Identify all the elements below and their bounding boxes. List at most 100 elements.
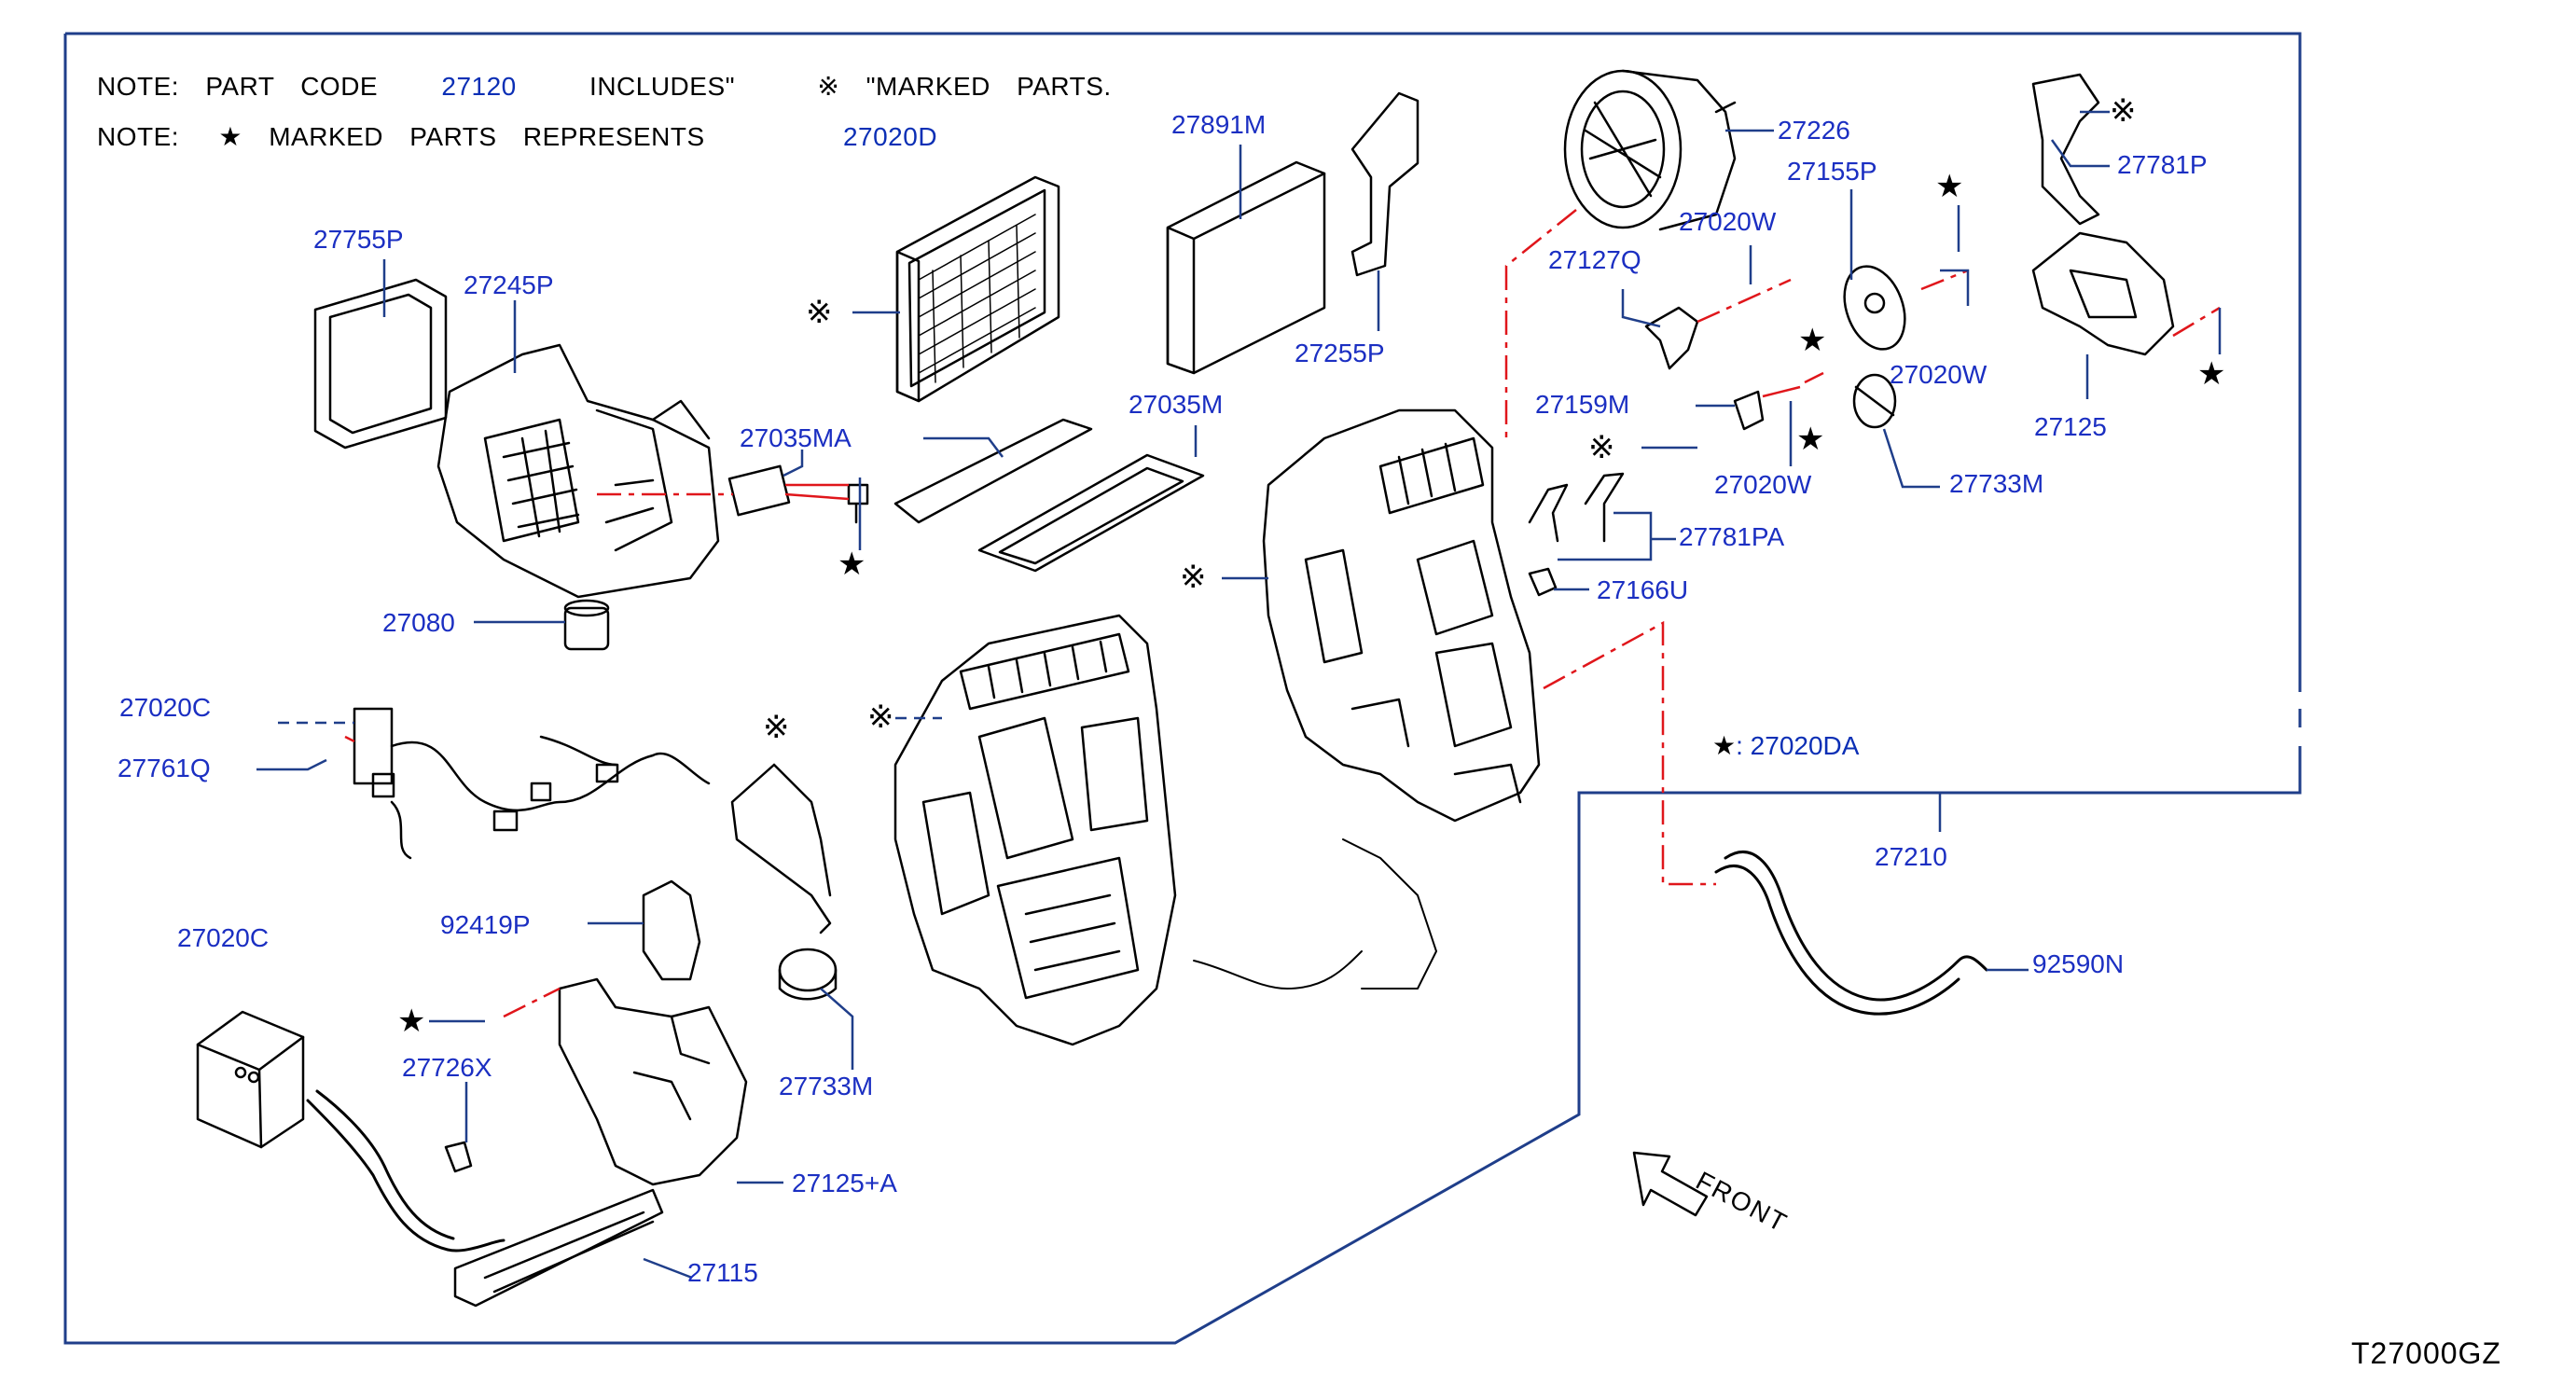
legend-text: : 27020DA (1736, 731, 1860, 760)
evaporator-core (895, 175, 1060, 403)
part-27125[interactable]: 27125 (2034, 412, 2107, 441)
harness-center (730, 763, 832, 934)
guide-line-lever (1697, 278, 1792, 324)
part-27761q[interactable]: 27761Q (118, 754, 211, 782)
part-27020c[interactable]: 27020C (177, 923, 270, 952)
motor-27733m-lower (778, 948, 838, 1001)
star-mark-icon: ★ (1798, 323, 1827, 358)
front-arrow (1632, 1151, 1709, 1217)
leader-27733m (820, 988, 854, 1070)
part-27035ma[interactable]: 27035MA (740, 423, 852, 452)
note-1-tail: "MARKED PARTS. (866, 72, 1112, 101)
note-1-code[interactable]: 27120 (441, 72, 517, 101)
guide-line-hvac (1543, 620, 1716, 886)
seal-frame-27035m (977, 453, 1205, 573)
guide-line-27125a (503, 987, 561, 1018)
leader-27020w-b (1940, 269, 1970, 306)
part-27166u[interactable]: 27166U (1597, 575, 1689, 604)
guide-line-blower (1504, 209, 1577, 438)
rod-27781pa-2 (1584, 472, 1625, 543)
rod-27781pa-1 (1528, 483, 1569, 543)
bracket-27255p (1350, 91, 1420, 277)
part-27726x[interactable]: 27726X (402, 1053, 492, 1082)
part-27127q[interactable]: 27127Q (1548, 245, 1641, 274)
connector-27035ma (727, 464, 791, 517)
connector-27166u (1528, 567, 1558, 597)
part-27255p[interactable]: 27255P (1295, 339, 1385, 367)
seal-strip-27035ma (893, 418, 1093, 524)
rice-mark-icon: ※ (806, 295, 833, 330)
star-mark-icon: ★ (218, 122, 242, 151)
heater-core-27115 (306, 1089, 664, 1308)
part-27733m-lower[interactable]: 27733M (779, 1072, 874, 1100)
part-27226[interactable]: 27226 (1778, 116, 1850, 145)
hvac-unit-upper (1262, 408, 1541, 990)
part-27733m-upper[interactable]: 27733M (1949, 469, 2044, 498)
leader-27035ma (782, 450, 804, 477)
leader-27761q (256, 758, 327, 771)
part-27781pa[interactable]: 27781PA (1679, 522, 1785, 551)
rice-mark-icon: ※ (1180, 560, 1207, 595)
rice-mark-icon: ※ (763, 710, 790, 745)
part-27210[interactable]: 27210 (1875, 842, 1947, 871)
note-2-prefix: NOTE: (97, 122, 180, 151)
star-mark-icon: ★ (1796, 422, 1825, 457)
star-mark-icon: ★ (1712, 731, 1737, 760)
leader-27733m-upper (1882, 428, 1940, 489)
sensor-27726x (444, 1141, 473, 1173)
part-27891m[interactable]: 27891M (1171, 110, 1267, 139)
leader-seal (923, 436, 1004, 458)
part-27755p[interactable]: 27755P (313, 225, 404, 254)
rice-mark-icon: ※ (2110, 93, 2137, 129)
part-27125a[interactable]: 27125+A (792, 1169, 897, 1197)
note-2-text: MARKED PARTS REPRESENTS (269, 122, 705, 151)
motor-27733m-upper (1852, 373, 1897, 429)
part-92419p[interactable]: 92419P (440, 910, 531, 939)
part-27245p[interactable]: 27245P (464, 270, 554, 299)
part-27035m[interactable]: 27035M (1129, 390, 1224, 419)
guide-line-actuator (1920, 269, 1969, 291)
heater-27020c (196, 1010, 305, 1149)
hose-92590n (1724, 851, 1988, 1002)
star-mark-icon: ★ (2197, 356, 2226, 392)
part-27155p[interactable]: 27155P (1787, 157, 1877, 186)
figure-code: T27000GZ (2351, 1336, 2501, 1370)
leader-27115 (643, 1257, 693, 1280)
part-27159m[interactable]: 27159M (1535, 390, 1630, 419)
leader-27781p (2050, 139, 2110, 168)
part-27020w-3[interactable]: 27020W (1714, 470, 1812, 499)
gasket-27755p (313, 278, 448, 450)
assembly-boundary (63, 32, 2302, 1345)
part-92590n[interactable]: 92590N (2032, 949, 2125, 978)
cover-92419p (642, 879, 701, 981)
part-27020w-1[interactable]: 27020W (1679, 207, 1777, 236)
lever-27127q (1644, 306, 1699, 370)
rice-mark-icon: ※ (1588, 430, 1615, 465)
part-27080[interactable]: 27080 (382, 608, 455, 637)
harness-27761q (353, 707, 711, 860)
part-27020c-upper[interactable]: 27020C (119, 693, 212, 722)
star-mark-icon: ★ (1935, 169, 1964, 204)
star-mark-icon: ★ (838, 547, 866, 582)
lever-27159m (1733, 390, 1765, 431)
note-1-suffix: INCLUDES" (589, 72, 736, 101)
leader-27127q (1621, 289, 1661, 328)
rice-mark-icon: ※ (867, 699, 894, 735)
motor-27080 (563, 599, 610, 651)
note-2-code[interactable]: 27020D (842, 122, 938, 151)
note-line-2: NOTE: ★ MARKED PARTS REPRESENTS 27020D (97, 124, 937, 150)
intake-housing-27245p (436, 343, 720, 599)
star-mark-icon: ★ (397, 1003, 426, 1039)
part-27020w-2[interactable]: 27020W (1890, 360, 1987, 389)
hvac-unit-lower (893, 614, 1177, 1046)
actuator-27125a (558, 977, 748, 1186)
actuator-27155p (1843, 265, 1906, 351)
part-27115[interactable]: 27115 (687, 1258, 758, 1287)
leader-27781pa (1558, 511, 1676, 561)
actuator-bracket-27125 (2031, 231, 2175, 356)
part-27781p[interactable]: 27781P (2117, 150, 2208, 179)
blower-motor-27226 (1563, 69, 1737, 231)
rice-mark-icon: ※ (817, 72, 840, 101)
